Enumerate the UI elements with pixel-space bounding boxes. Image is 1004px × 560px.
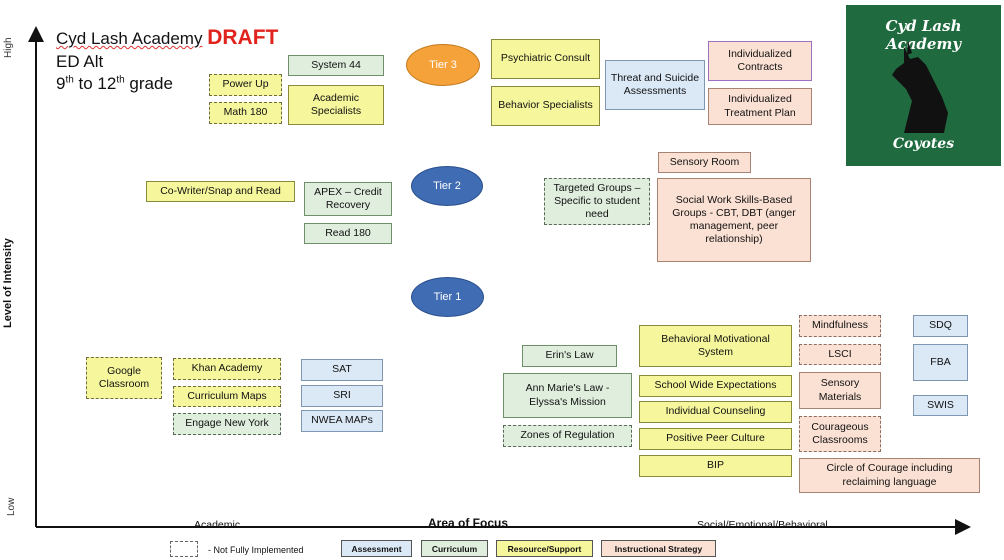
system44-box: System 44 xyxy=(288,55,384,76)
school-name: Cyd Lash Academy xyxy=(56,29,203,48)
bip-box: BIP xyxy=(639,455,792,477)
ind-treatment-box: Individualized Treatment Plan xyxy=(708,88,812,125)
sensory-materials-box: Sensory Materials xyxy=(799,372,881,409)
y-axis-label: Level of Intensity xyxy=(2,238,14,328)
logo-mascot: Coyotes xyxy=(892,136,955,152)
zones-box: Zones of Regulation xyxy=(503,425,632,447)
y-low-label: Low xyxy=(6,497,17,516)
sdq-box: SDQ xyxy=(913,315,968,337)
lsci-box: LSCI xyxy=(799,344,881,365)
read180-box: Read 180 xyxy=(304,223,392,244)
cowriter-box: Co-Writer/Snap and Read xyxy=(146,181,295,202)
school-logo: Cyd Lash Academy Coyotes xyxy=(846,5,1001,166)
sensory-room-box: Sensory Room xyxy=(658,152,751,173)
sri-box: SRI xyxy=(301,385,383,407)
circle-courage-box: Circle of Courage including reclaiming l… xyxy=(799,458,980,493)
khan-academy-box: Khan Academy xyxy=(173,358,281,380)
power-up-box: Power Up xyxy=(209,74,282,96)
nwea-box: NWEA MAPs xyxy=(301,410,383,432)
x-left-label: Academic xyxy=(194,519,241,531)
legend-resource: Resource/Support xyxy=(496,540,593,557)
ind-contracts-box: Individualized Contracts xyxy=(708,41,812,81)
draft-label: DRAFT xyxy=(207,26,279,49)
tier1-badge: Tier 1 xyxy=(411,277,484,317)
x-axis-label: Area of Focus xyxy=(428,516,509,530)
ppc-box: Positive Peer Culture xyxy=(639,428,792,450)
threat-suicide-box: Threat and Suicide Assessments xyxy=(605,60,705,110)
page-title: Cyd Lash Academy DRAFT xyxy=(56,26,278,50)
math180-box: Math 180 xyxy=(209,102,282,124)
bms-box: Behavioral Motivational System xyxy=(639,325,792,367)
ann-marie-box: Ann Marie's Law - Elyssa's Mission xyxy=(503,373,632,418)
legend-assessment: Assessment xyxy=(341,540,412,557)
fba-box: FBA xyxy=(913,344,968,381)
psychiatric-consult-box: Psychiatric Consult xyxy=(491,39,600,79)
swe-box: School Wide Expectations xyxy=(639,375,792,397)
program-title: ED Alt xyxy=(56,52,104,71)
engage-ny-box: Engage New York xyxy=(173,413,281,435)
curriculum-maps-box: Curriculum Maps xyxy=(173,386,281,407)
tier3-badge: Tier 3 xyxy=(406,44,480,86)
legend-curriculum: Curriculum xyxy=(421,540,488,557)
legend-instructional: Instructional Strategy xyxy=(601,540,716,557)
apex-box: APEX – Credit Recovery xyxy=(304,182,392,216)
ind-counseling-box: Individual Counseling xyxy=(639,401,792,423)
behavior-specialists-box: Behavior Specialists xyxy=(491,86,600,126)
swis-box: SWIS xyxy=(913,395,968,416)
x-right-label: Social/Emotional/Behavioral xyxy=(697,519,828,531)
legend-dashed-swatch xyxy=(170,541,198,557)
y-high-label: High xyxy=(3,37,14,58)
tier2-badge: Tier 2 xyxy=(411,166,483,206)
targeted-groups-box: Targeted Groups – Specific to student ne… xyxy=(544,178,650,225)
courageous-box: Courageous Classrooms xyxy=(799,416,881,452)
mindfulness-box: Mindfulness xyxy=(799,315,881,337)
google-classroom-box: Google Classroom xyxy=(86,357,162,399)
academic-specialists-box: Academic Specialists xyxy=(288,85,384,125)
grade-range: 9th to 12th grade xyxy=(56,74,173,93)
coyote-icon xyxy=(892,41,948,133)
sat-box: SAT xyxy=(301,359,383,381)
erins-law-box: Erin's Law xyxy=(522,345,617,367)
legend-not-fully: - Not Fully Implemented xyxy=(208,545,304,555)
social-work-box: Social Work Skills-Based Groups - CBT, D… xyxy=(657,178,811,262)
